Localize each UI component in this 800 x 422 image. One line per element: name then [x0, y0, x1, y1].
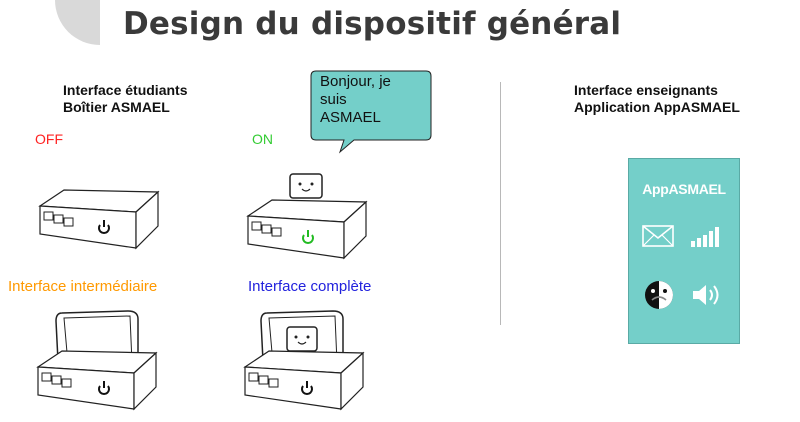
teachers-heading: Interface enseignants Application AppASM…	[574, 82, 740, 116]
students-heading: Interface étudiants Boîtier ASMAEL	[63, 82, 187, 116]
mail-icon[interactable]	[641, 223, 677, 249]
complete-interface-label: Interface complète	[248, 278, 372, 295]
app-screen: AppASMAEL	[628, 158, 740, 344]
app-title: AppASMAEL	[642, 181, 726, 197]
asmael-box-on	[246, 199, 368, 260]
signal-bars-icon[interactable]	[689, 223, 725, 249]
face-icon[interactable]	[641, 277, 677, 313]
robot-face-icon	[286, 326, 318, 352]
off-label: OFF	[35, 131, 63, 147]
teachers-heading-line1: Interface enseignants	[574, 82, 718, 98]
speech-bubble-text: Bonjour, je suis ASMAEL	[320, 73, 391, 127]
speaker-icon[interactable]	[689, 279, 725, 311]
speech-line-2: suis	[320, 91, 347, 108]
students-heading-line2: Boîtier ASMAEL	[63, 99, 170, 115]
asmael-box-off	[38, 189, 160, 250]
decorative-corner-shape	[55, 0, 100, 45]
intermediate-interface-label: Interface intermédiaire	[8, 278, 158, 295]
students-heading-line1: Interface étudiants	[63, 82, 188, 98]
power-icon	[98, 381, 110, 395]
vertical-divider	[500, 82, 501, 325]
intermediate-device	[36, 310, 158, 411]
power-icon	[98, 220, 110, 234]
complete-device	[243, 310, 365, 411]
power-icon	[302, 230, 314, 244]
slide-title: Design du dispositif général	[123, 6, 622, 42]
teachers-heading-line2: Application AppASMAEL	[574, 99, 740, 115]
speech-line-1: Bonjour, je	[320, 73, 391, 90]
speech-line-3: ASMAEL	[320, 109, 381, 126]
power-icon	[301, 381, 313, 395]
on-label: ON	[252, 131, 273, 147]
speech-bubble	[310, 70, 432, 154]
